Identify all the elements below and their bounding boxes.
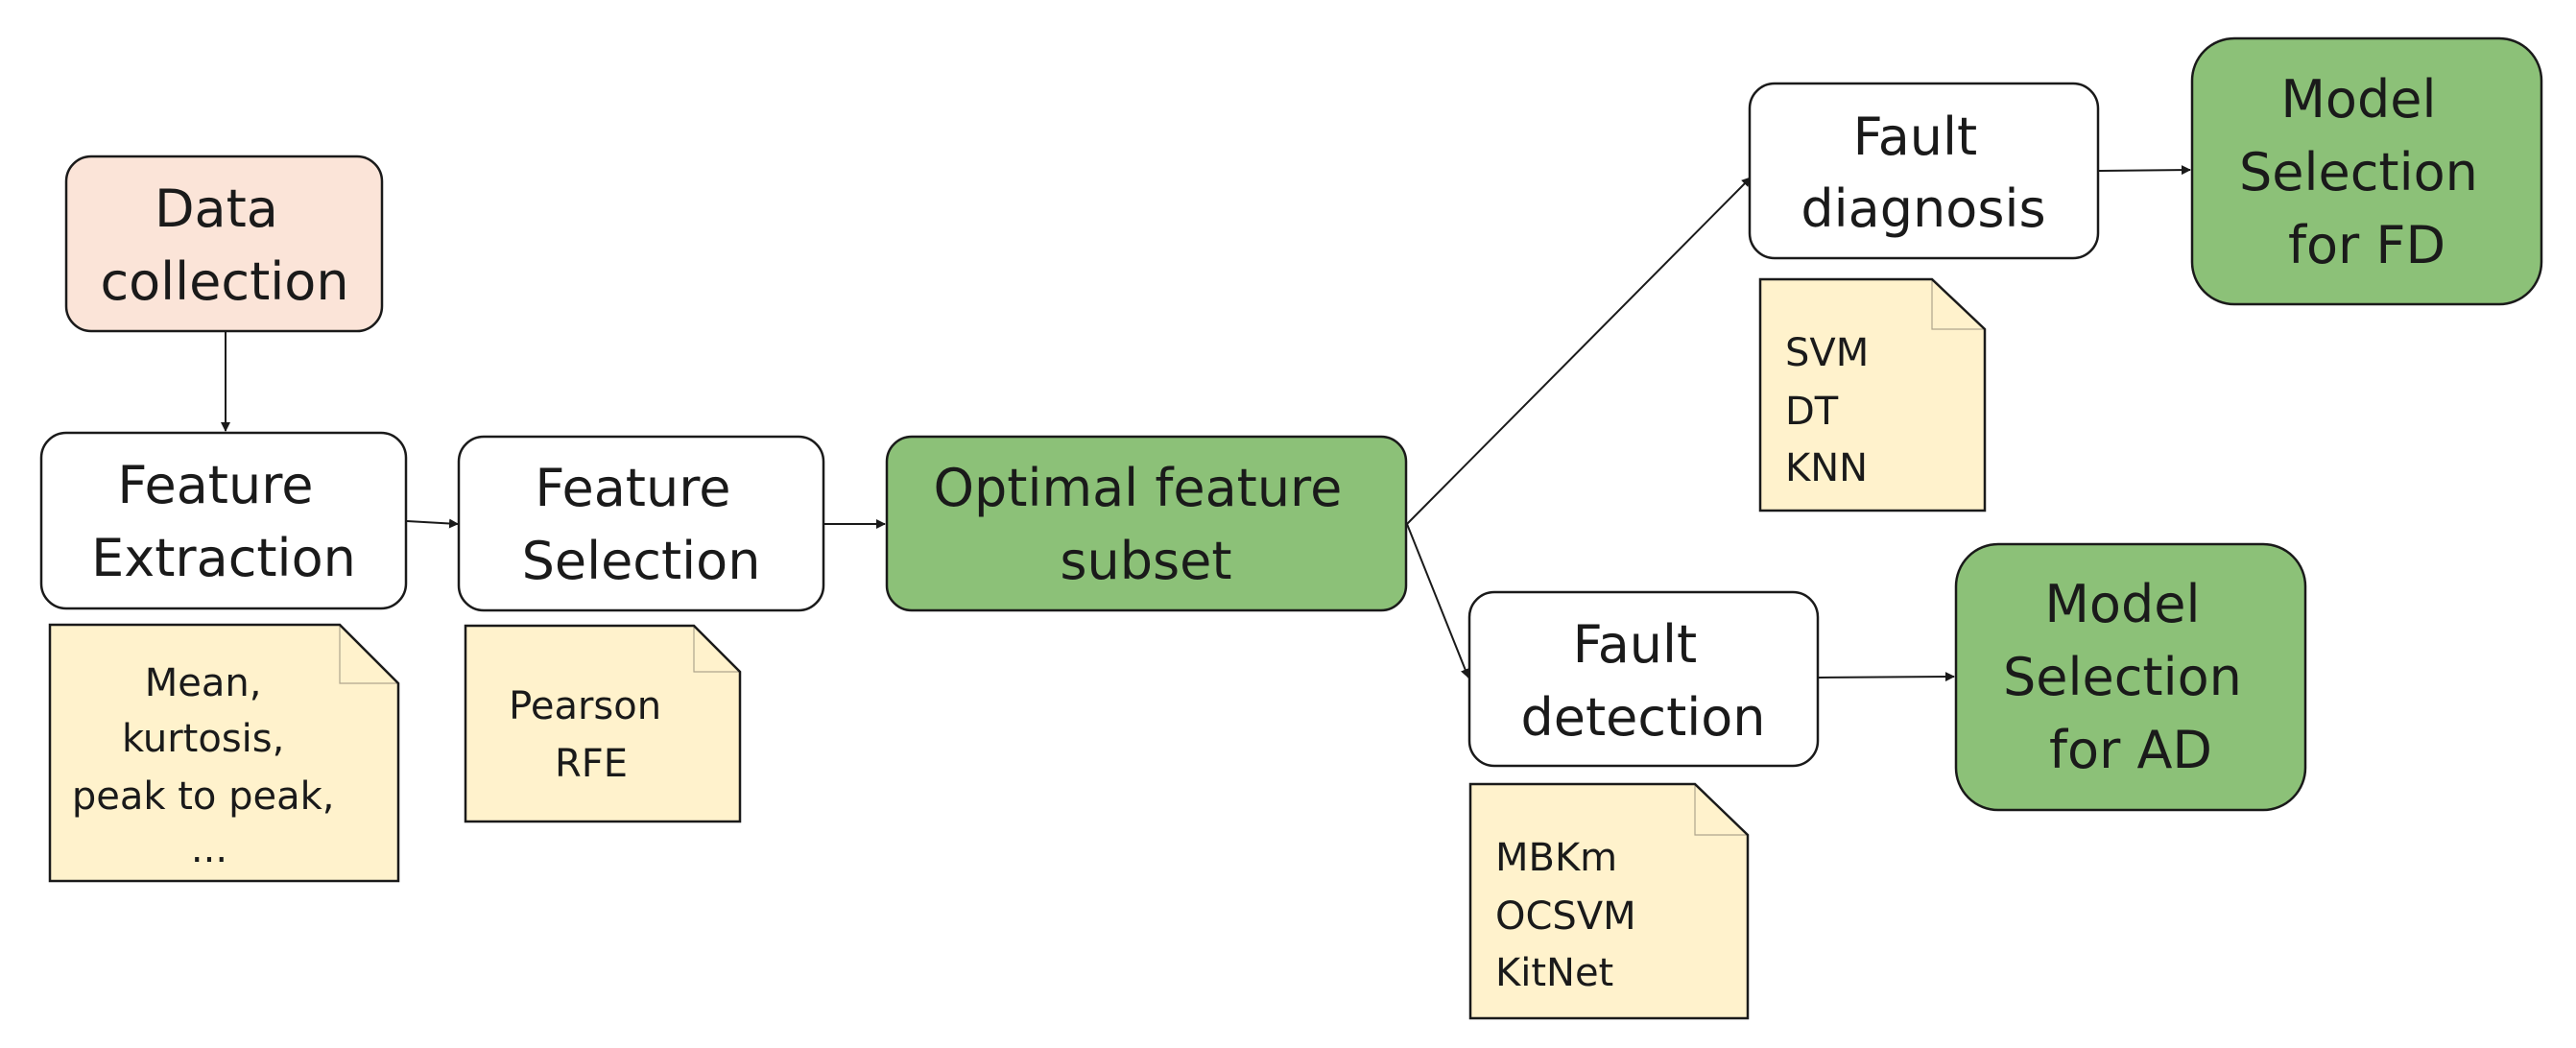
svg-text:Model Selection fo: Model Selection for FD [2239, 69, 2494, 275]
box-model-selection-fd-line: Selection [2239, 142, 2478, 202]
box-optimal-feature-subset-line: Optimal feature [934, 458, 1343, 518]
svg-text:Fault detection: Fault detection [1520, 614, 1765, 748]
box-optimal-feature-subset: Optimal feature subset [885, 435, 1408, 612]
note-diagnosis-models-line: SVM [1785, 331, 1869, 375]
box-feature-extraction: Feature Extraction [39, 431, 408, 610]
connectors [221, 165, 2191, 682]
note-diagnosis-models-fold [1931, 279, 1985, 330]
box-data-collection-shape [64, 155, 384, 333]
svg-text:Optimal feature subset: Optimal feature subset [934, 458, 1359, 591]
box-fault-diagnosis-line: diagnosis [1801, 179, 2045, 239]
svg-text:Model Selection fo: Model Selection for AD [2003, 574, 2258, 780]
svg-text:Feature Extraction: Feature Extraction [91, 455, 356, 588]
note-detection-models-line: KitNet [1495, 951, 1613, 995]
box-feature-selection: Feature Selection [457, 435, 825, 612]
box-feature-selection-line: Feature [535, 458, 730, 518]
note-diagnosis-models-shape [1758, 277, 1987, 512]
note-selection-methods-shape [464, 624, 742, 823]
box-feature-selection-line: Selection [522, 531, 761, 591]
box-optimal-feature-subset-shape [885, 435, 1408, 612]
box-model-selection-fd-line: for FD [2288, 215, 2445, 275]
svg-text:MBKm OCSVM KitNet: MBKm OCSVM KitNet [1495, 836, 1648, 995]
note-extraction-methods-line: kurtosis, [122, 717, 284, 761]
box-feature-extraction-line: Feature [117, 455, 313, 515]
note-extraction-methods-line: peak to peak, [72, 774, 335, 819]
box-feature-extraction-shape [39, 431, 408, 610]
svg-text:Fault diagnosis: Fault diagnosis [1801, 107, 2045, 239]
note-extraction-methods-line: Mean, [145, 661, 262, 705]
box-feature-extraction-line: Extraction [91, 528, 356, 588]
box-model-selection-ad: Model Selection for AD [1954, 542, 2307, 812]
note-detection-models-line: MBKm [1495, 836, 1617, 880]
box-feature-selection-shape [457, 435, 825, 612]
svg-text:Mean, kurtosis, pe: Mean, kurtosis, peak to peak, ... [72, 661, 346, 871]
note-selection-methods-line: Pearson [509, 684, 661, 728]
box-fault-detection-shape [1467, 590, 1820, 768]
note-detection-models-shape [1468, 782, 1750, 1020]
box-data-collection: Data collection [64, 155, 384, 333]
note-selection-methods-fold [693, 626, 740, 673]
note-extraction-methods-line: ... [191, 827, 227, 871]
arrow-diagnosis-to-model-fd [2098, 165, 2191, 176]
box-model-selection-ad-line: for AD [2049, 720, 2212, 780]
svg-text:Data collection: Data collection [100, 179, 348, 312]
note-detection-models-fold [1694, 784, 1748, 836]
box-optimal-feature-subset-line: subset [1060, 531, 1231, 591]
arrow-optimal-to-detection [1406, 523, 1470, 679]
note-extraction-methods-fold [339, 625, 398, 684]
arrow-detection-to-model-ad [1818, 672, 1955, 682]
box-model-selection-ad-shape [1954, 542, 2307, 812]
arrow-optimal-to-diagnosis [1406, 177, 1752, 525]
note-detection-models-line: OCSVM [1495, 894, 1636, 939]
note-diagnosis-models: SVM DT KNN [1758, 277, 1987, 512]
note-extraction-methods: Mean, kurtosis, peak to peak, ... [48, 623, 400, 883]
box-model-selection-ad-line: Selection [2003, 647, 2242, 707]
note-diagnosis-models-line: DT [1785, 390, 1839, 434]
box-data-collection-line: collection [100, 251, 348, 312]
box-model-selection-fd-shape [2190, 36, 2543, 306]
box-fault-detection-line: Fault [1573, 614, 1698, 675]
box-fault-diagnosis-shape [1748, 82, 2100, 260]
svg-text:Pearson RFE: Pearson RFE [509, 684, 674, 786]
box-model-selection-fd: Model Selection for FD [2190, 36, 2543, 306]
svg-text:SVM DT KNN: SVM DT KNN [1785, 331, 1881, 490]
box-fault-detection-line: detection [1520, 687, 1765, 748]
svg-text:Feature Selection: Feature Selection [522, 458, 761, 591]
box-data-collection-line: Data [155, 179, 278, 239]
box-fault-detection: Fault detection [1467, 590, 1820, 768]
note-detection-models: MBKm OCSVM KitNet [1468, 782, 1750, 1020]
note-selection-methods-line: RFE [555, 742, 628, 786]
note-selection-methods: Pearson RFE [464, 624, 742, 823]
box-fault-diagnosis-line: Fault [1853, 107, 1978, 167]
box-model-selection-fd-line: Model [2280, 69, 2436, 130]
note-extraction-methods-shape [48, 623, 400, 883]
arrow-extraction-to-selection [406, 518, 459, 529]
box-fault-diagnosis: Fault diagnosis [1748, 82, 2100, 260]
box-model-selection-ad-line: Model [2044, 574, 2200, 634]
note-diagnosis-models-line: KNN [1785, 446, 1868, 490]
